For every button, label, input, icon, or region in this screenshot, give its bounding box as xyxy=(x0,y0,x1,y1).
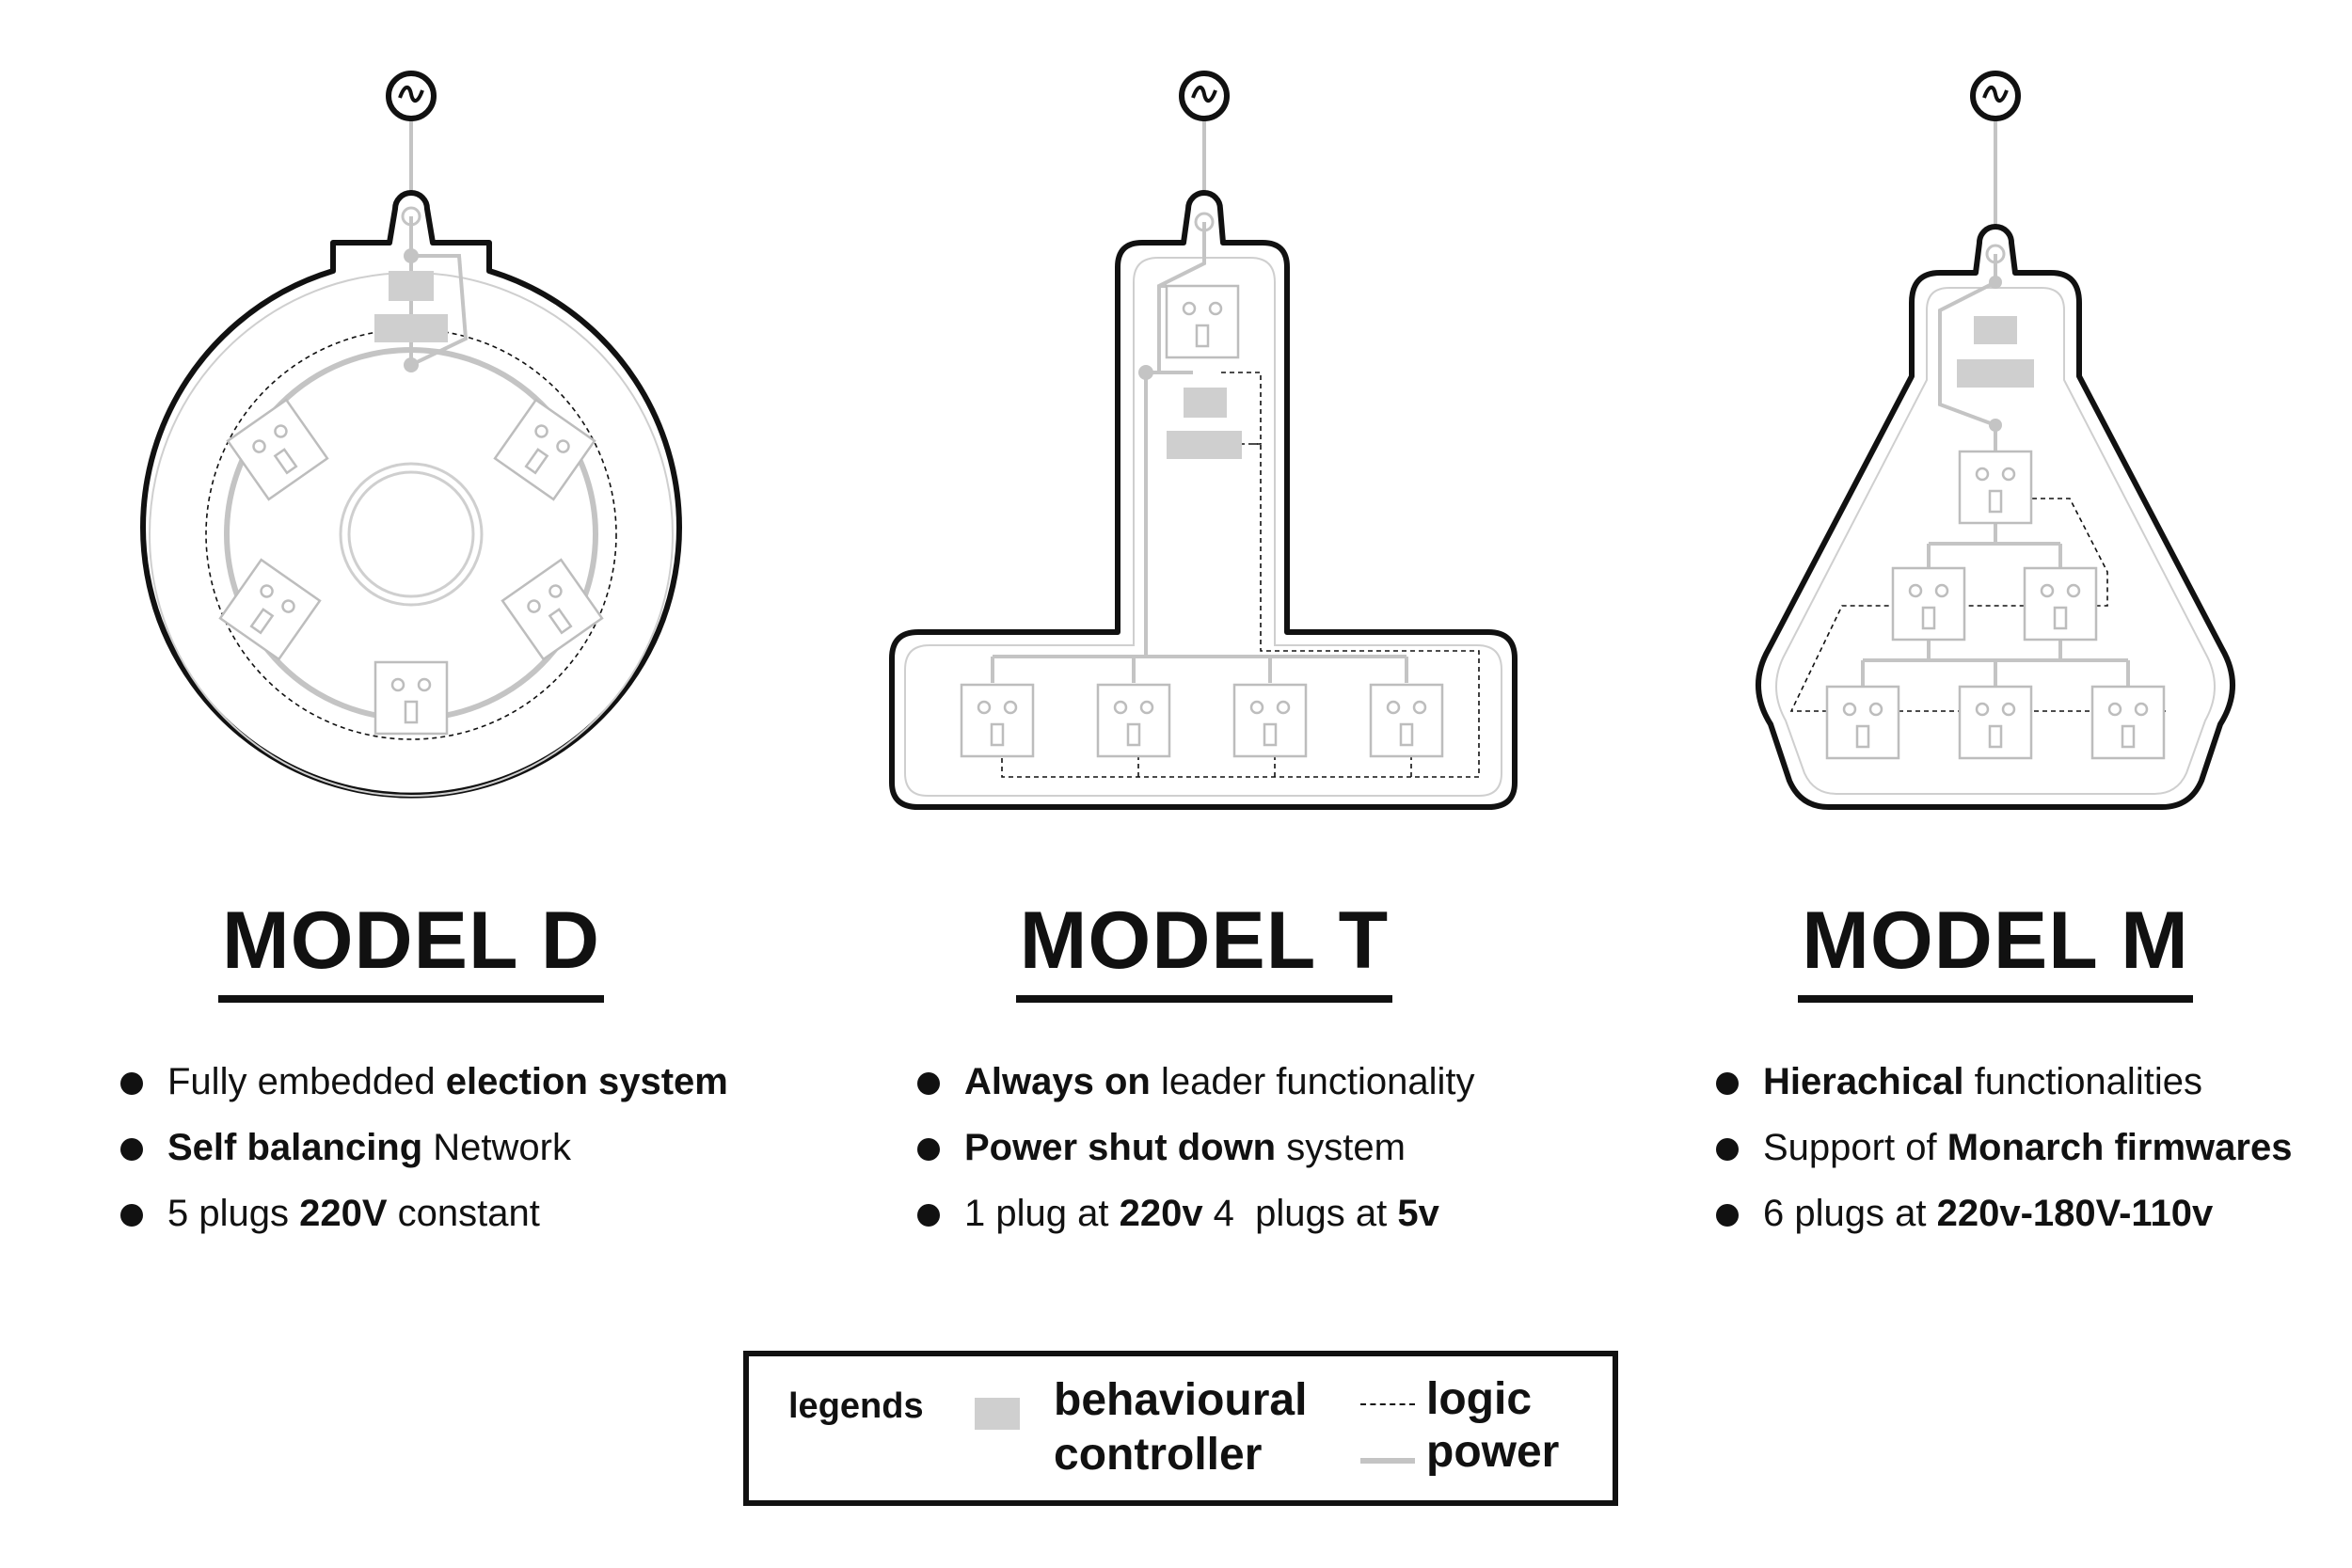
model-d-diagram xyxy=(140,73,682,799)
model-m-socket-top xyxy=(1958,450,2033,525)
legend-power-label: power xyxy=(1426,1427,1560,1477)
ac-source-icon xyxy=(1182,73,1227,119)
model-t-diagram xyxy=(889,73,1518,810)
legend-controller-label: behavioural controller xyxy=(1054,1375,1308,1480)
model-m-feature: Support of Monarch firmwares xyxy=(1716,1115,2292,1180)
model-d-feature-list: Fully embedded election system Self bala… xyxy=(120,1049,728,1246)
model-m-controller-small xyxy=(1974,316,2017,344)
model-d-feature: Fully embedded election system xyxy=(120,1049,728,1115)
ac-source-icon xyxy=(389,73,434,119)
model-t-feature: 1 plug at 220v 4 plugs at 5v xyxy=(917,1180,1475,1246)
model-m-feature: 6 plugs at 220v-180V-110v xyxy=(1716,1180,2292,1246)
model-t-socket-1 xyxy=(960,683,1035,758)
logic-line-swatch xyxy=(1360,1403,1415,1405)
power-line-swatch xyxy=(1360,1458,1415,1464)
model-t-title: MODEL T xyxy=(875,894,1534,1003)
model-d-controller-large xyxy=(374,314,448,342)
model-d-title: MODEL D xyxy=(82,894,740,1003)
model-m-socket-mid-right xyxy=(2023,566,2098,641)
controller-swatch xyxy=(975,1398,1020,1430)
model-d-socket-bottom xyxy=(373,660,449,736)
model-d-hub-outer xyxy=(339,462,484,607)
model-m-socket-bottom-left xyxy=(1825,685,1900,760)
model-t-socket-4 xyxy=(1369,683,1444,758)
legend-box: legends behavioural controller logic pow… xyxy=(743,1351,1618,1506)
model-m-inner-rim xyxy=(1775,287,2216,795)
legend-logic-label: logic xyxy=(1426,1374,1533,1424)
model-d-feature: Self balancing Network xyxy=(120,1115,728,1180)
model-d-feature: 5 plugs 220V constant xyxy=(120,1180,728,1246)
model-m-diagram xyxy=(1756,73,2235,810)
model-t-feature-list: Always on leader functionality Power shu… xyxy=(917,1049,1475,1246)
model-m-socket-mid-left xyxy=(1891,566,1966,641)
model-m-controller-large xyxy=(1957,359,2034,388)
model-t-inner-rim xyxy=(904,257,1502,797)
model-m-socket-bottom-mid xyxy=(1958,685,2033,760)
model-t-socket-2 xyxy=(1096,683,1171,758)
model-m-feature: Hierachical functionalities xyxy=(1716,1049,2292,1115)
model-t-controller-small xyxy=(1184,388,1227,418)
model-t-feature: Power shut down system xyxy=(917,1115,1475,1180)
model-t-controller-large xyxy=(1167,431,1242,459)
model-t-feature: Always on leader functionality xyxy=(917,1049,1475,1115)
model-t-body xyxy=(889,190,1518,810)
ac-source-icon xyxy=(1973,73,2018,119)
model-m-title: MODEL M xyxy=(1666,894,2325,1003)
model-d-controller-small xyxy=(389,271,434,301)
model-m-feature-list: Hierachical functionalities Support of M… xyxy=(1716,1049,2292,1246)
model-d-hub-inner xyxy=(347,470,475,598)
model-m-socket-bottom-right xyxy=(2090,685,2166,760)
model-t-socket-top xyxy=(1165,284,1240,359)
legend-title: legends xyxy=(788,1386,924,1426)
model-t-socket-3 xyxy=(1232,683,1308,758)
